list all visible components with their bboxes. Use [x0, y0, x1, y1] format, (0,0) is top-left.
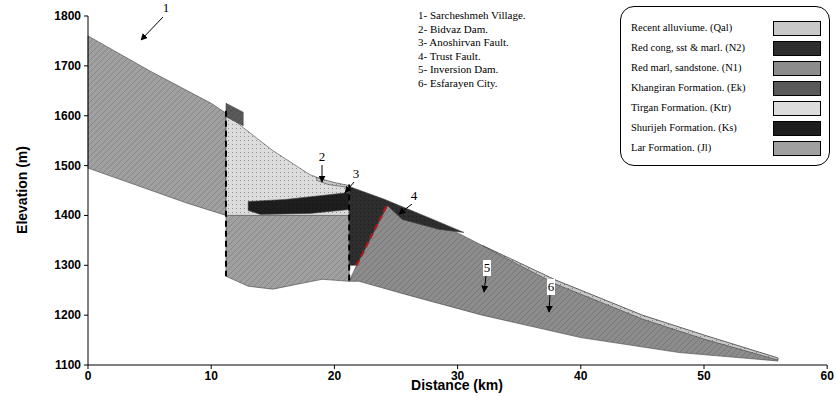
red-marl-sandstone — [349, 206, 778, 362]
legend-text: Recent alluviume. (Qal) — [631, 22, 732, 33]
callout-number: 1 — [162, 0, 171, 16]
callout-arrow — [141, 17, 163, 40]
location-note: 2- Bidvaz Dam. — [418, 23, 488, 35]
legend-text: Red cong, sst & marl. (N2) — [631, 42, 745, 53]
legend-swatch — [773, 81, 821, 96]
tick-mark — [84, 115, 88, 116]
legend-text: Shurijeh Formation. (Ks) — [631, 122, 737, 133]
tick-mark — [84, 16, 88, 17]
tick-mark — [84, 215, 88, 216]
tick-mark — [334, 365, 335, 369]
legend-row: Lar Formation. (Jl) — [631, 141, 821, 157]
alluvium — [482, 245, 778, 360]
callout-number: 4 — [410, 188, 419, 204]
tick-mark — [84, 165, 88, 166]
legend-row: Khangiran Formation. (Ek) — [631, 81, 821, 97]
y-tick-label: 1400 — [54, 208, 81, 222]
tick-mark — [84, 365, 88, 366]
tirgan-formation — [226, 113, 349, 215]
x-tick-label: 20 — [328, 369, 341, 383]
lar-formation — [226, 215, 349, 289]
y-tick-label: 1300 — [54, 258, 81, 272]
legend-swatch — [773, 141, 821, 156]
tick-mark — [704, 365, 705, 369]
legend-text: Lar Formation. (Jl) — [631, 142, 711, 153]
thrust-fault — [357, 204, 388, 265]
red-conglomerate-texture — [349, 187, 464, 266]
location-note: 1- Sarcheshmeh Village. — [418, 9, 526, 21]
callout-number: 2 — [318, 149, 327, 165]
tirgan-formation-texture — [226, 113, 349, 215]
shurijeh-formation — [248, 193, 349, 215]
legend-swatch — [773, 121, 821, 136]
lar-formation-texture — [226, 215, 349, 289]
callout-arrow — [399, 204, 412, 214]
x-axis-title: Distance (km) — [411, 377, 503, 393]
y-tick-label: 1500 — [54, 159, 81, 173]
tick-mark — [84, 315, 88, 316]
legend-box: Recent alluviume. (Qal) Red cong, sst & m… — [620, 6, 830, 166]
x-tick-label: 0 — [85, 369, 92, 383]
fault-line — [225, 111, 227, 277]
callout-arrow — [484, 276, 486, 292]
legend-text: Tirgan Formation. (Ktr) — [631, 102, 731, 113]
x-tick-label: 40 — [574, 369, 587, 383]
legend-swatch — [773, 61, 821, 76]
x-tick-label: 60 — [821, 369, 834, 383]
y-axis — [88, 16, 89, 365]
shurijeh-formation-texture — [248, 193, 349, 215]
legend-text: Red marl, sandstone. (N1) — [631, 62, 742, 73]
red-marl-sandstone-texture — [349, 206, 778, 362]
alluvium — [316, 178, 349, 188]
legend-row: Shurijeh Formation. (Ks) — [631, 121, 821, 137]
red-conglomerate — [349, 187, 464, 266]
khangiran-formation — [226, 103, 243, 125]
lar-formation — [88, 36, 226, 216]
y-tick-label: 1600 — [54, 109, 81, 123]
x-tick-label: 50 — [697, 369, 710, 383]
tick-mark — [827, 365, 828, 369]
legend-row: Red cong, sst & marl. (N2) — [631, 41, 821, 57]
location-note: 4- Trust Fault. — [418, 50, 481, 62]
y-tick-label: 1800 — [54, 9, 81, 23]
tick-mark — [457, 365, 458, 369]
callout-number: 5 — [483, 260, 492, 276]
callout-number: 3 — [352, 166, 361, 182]
location-note: 5- Inversion Dam. — [418, 63, 498, 75]
tick-mark — [580, 365, 581, 369]
y-tick-label: 1700 — [54, 59, 81, 73]
legend-swatch — [773, 21, 821, 36]
khangiran-formation-texture — [226, 103, 243, 125]
tick-mark — [88, 365, 89, 369]
legend-text: Khangiran Formation. (Ek) — [631, 82, 746, 93]
legend-swatch — [773, 41, 821, 56]
fault-line — [348, 185, 350, 282]
legend-swatch — [773, 101, 821, 116]
y-axis-title: Elevation (m) — [14, 146, 30, 234]
callout-arrow — [322, 165, 323, 182]
location-note: 6- Esfarayen City. — [418, 77, 498, 89]
tick-mark — [84, 65, 88, 66]
alluvium-texture — [482, 245, 778, 360]
legend-row: Red marl, sandstone. (N1) — [631, 61, 821, 77]
tick-mark — [84, 265, 88, 266]
location-note: 3- Anoshirvan Fault. — [418, 36, 509, 48]
y-tick-label: 1200 — [54, 308, 81, 322]
tick-mark — [211, 365, 212, 369]
legend-row: Recent alluviume. (Qal) — [631, 21, 821, 37]
callout-arrow — [345, 182, 354, 193]
lar-formation-texture — [88, 36, 226, 216]
alluvium-texture — [316, 178, 349, 188]
x-tick-label: 10 — [205, 369, 218, 383]
callout-number: 6 — [547, 279, 556, 295]
y-tick-label: 1100 — [55, 358, 81, 372]
callout-arrow — [549, 295, 550, 312]
legend-row: Tirgan Formation. (Ktr) — [631, 101, 821, 117]
